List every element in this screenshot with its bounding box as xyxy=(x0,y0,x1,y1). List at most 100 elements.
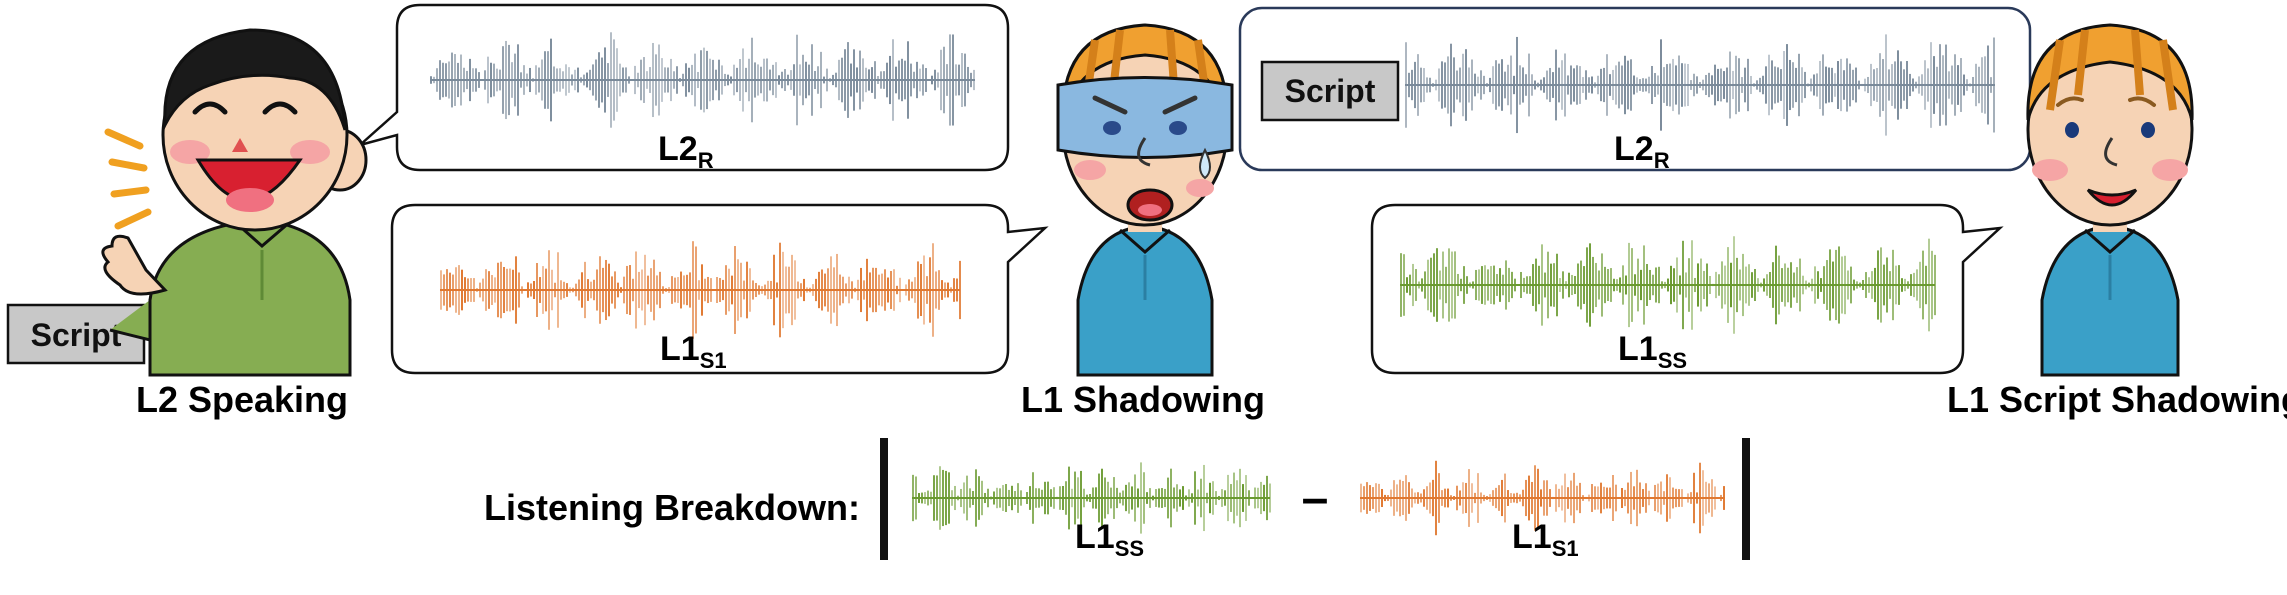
waveform-sample xyxy=(1660,481,1662,515)
waveform-sample xyxy=(1552,496,1554,500)
waveform-sample xyxy=(1993,37,1995,133)
waveform-sample xyxy=(706,50,708,110)
waveform-sample xyxy=(1724,265,1726,305)
waveform-sample xyxy=(1486,83,1488,87)
waveform-sample xyxy=(1720,68,1722,102)
waveform-sample xyxy=(1621,65,1623,105)
waveform-sample xyxy=(1580,260,1582,310)
waveform-sample xyxy=(1675,488,1677,508)
waveform-sample xyxy=(487,56,489,104)
waveform-sample xyxy=(502,46,504,114)
waveform-sample xyxy=(973,69,975,91)
waveform-sample xyxy=(927,490,929,506)
waveform-sample xyxy=(1400,253,1402,317)
waveform-sample xyxy=(1862,280,1864,290)
waveform-sample xyxy=(1056,496,1058,500)
waveform-sample xyxy=(770,280,772,300)
waveform-sample xyxy=(1528,53,1530,117)
waveform-sample xyxy=(674,277,676,303)
waveform-sample xyxy=(872,267,874,313)
waveform-sample xyxy=(1242,484,1244,512)
waveform-sample xyxy=(1547,251,1549,319)
waveform-sample xyxy=(854,287,856,293)
waveform-sample xyxy=(1155,489,1157,507)
waveform-sample xyxy=(760,66,762,94)
waveform-sample xyxy=(557,252,559,328)
waveform-sample xyxy=(1673,268,1675,302)
waveform-sample xyxy=(919,68,921,92)
waveform-sample xyxy=(506,268,508,312)
waveform-sample xyxy=(1853,279,1855,291)
waveform-sample xyxy=(917,261,919,319)
waveform-sample xyxy=(1026,492,1028,504)
waveform-sample xyxy=(1531,74,1533,96)
waveform-sample xyxy=(1501,59,1503,111)
waveform-sample xyxy=(1074,471,1076,525)
waveform-sample xyxy=(1544,272,1546,298)
waveform-sample xyxy=(671,276,673,304)
label-breakdown-ss: L1SS xyxy=(1075,518,1144,561)
waveform-sample xyxy=(1579,482,1581,514)
waveform-sample xyxy=(1408,482,1410,514)
waveform-sample xyxy=(545,268,547,312)
waveform-sample xyxy=(1972,76,1974,94)
waveform-sample xyxy=(577,67,579,93)
waveform-sample xyxy=(1898,265,1900,305)
waveform-sample xyxy=(623,276,625,304)
waveform-sample xyxy=(539,277,541,303)
waveform-sample xyxy=(1564,473,1566,523)
waveform-sample xyxy=(1510,493,1512,503)
waveform-sample xyxy=(535,65,537,95)
waveform-sample xyxy=(1441,490,1443,506)
waveform-sample xyxy=(1984,56,1986,114)
waveform-sample xyxy=(847,42,849,118)
waveform-sample xyxy=(691,64,693,96)
waveform-sample xyxy=(1721,261,1723,309)
waveform-sample xyxy=(1765,66,1767,104)
waveform-sample xyxy=(1475,269,1477,301)
waveform-sample xyxy=(509,268,511,312)
waveform-sample xyxy=(1582,495,1584,501)
waveform-sample xyxy=(439,60,441,100)
waveform-sample xyxy=(1627,482,1629,514)
waveform-sample xyxy=(1523,277,1525,293)
waveform-sample xyxy=(1447,56,1449,114)
waveform-sample xyxy=(1403,254,1405,316)
waveform-sample xyxy=(993,491,995,505)
waveform-sample xyxy=(710,278,712,302)
waveform-sample xyxy=(1603,67,1605,103)
waveform-sample xyxy=(1459,67,1461,103)
waveform-sample xyxy=(1143,472,1145,524)
waveform-sample xyxy=(454,54,456,106)
waveform-sample xyxy=(1128,482,1130,514)
waveform-sample xyxy=(884,269,886,311)
waveform-sample xyxy=(1406,277,1408,293)
waveform-sample xyxy=(566,283,568,297)
waveform-sample xyxy=(1423,68,1425,102)
waveform-sample xyxy=(442,62,444,98)
waveform-sample xyxy=(925,68,927,92)
waveform-sample xyxy=(1257,487,1259,509)
waveform-sample xyxy=(676,66,678,94)
waveform-sample xyxy=(526,73,528,87)
waveform-sample xyxy=(1426,486,1428,510)
waveform-sample xyxy=(1179,489,1181,507)
waveform-sample xyxy=(1874,267,1876,303)
waveform-sample xyxy=(553,66,555,94)
waveform-sample xyxy=(1562,271,1564,299)
waveform-sample xyxy=(1669,63,1671,107)
waveform-sample xyxy=(590,281,592,299)
waveform-sample xyxy=(936,475,938,521)
waveform-sample xyxy=(1528,475,1530,521)
waveform-sample xyxy=(954,485,956,511)
waveform-sample xyxy=(970,72,972,88)
waveform-sample xyxy=(730,76,732,84)
waveform-sample xyxy=(1766,274,1768,296)
waveform-sample xyxy=(523,65,525,95)
waveform-sample xyxy=(1239,468,1241,528)
waveform-sample xyxy=(1879,53,1881,117)
waveform-sample xyxy=(1684,497,1686,499)
waveform-sample xyxy=(1910,274,1912,296)
waveform-sample xyxy=(1730,262,1732,308)
waveform-sample xyxy=(1200,478,1202,518)
